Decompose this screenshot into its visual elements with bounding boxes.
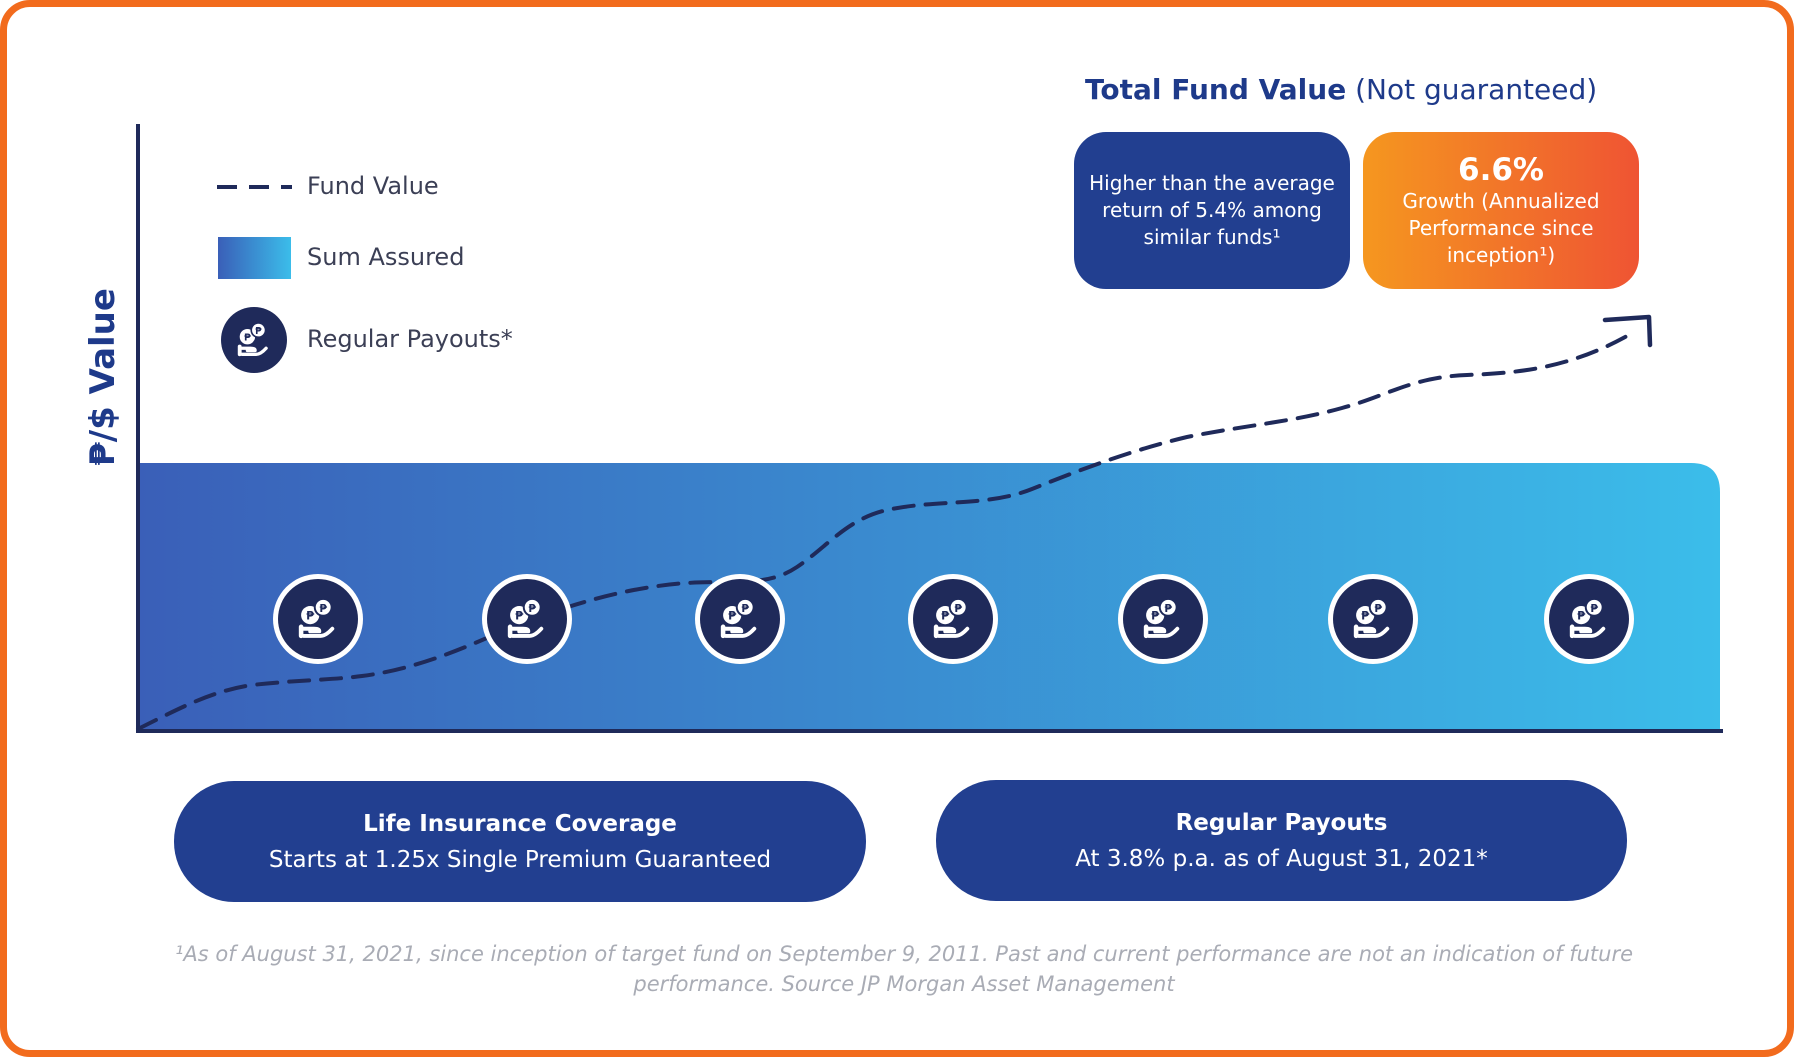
fund-value-line bbox=[136, 334, 1629, 731]
title-bold: Total Fund Value bbox=[1085, 73, 1347, 106]
coin-hand-icon bbox=[221, 307, 287, 373]
payout-marker bbox=[908, 574, 998, 664]
growth-value: 6.6% bbox=[1458, 152, 1544, 188]
gradient-swatch-icon bbox=[218, 237, 291, 279]
payout-marker bbox=[695, 574, 785, 664]
y-axis-label: ₱/$ Value bbox=[83, 288, 123, 466]
title-rest: (Not guaranteed) bbox=[1346, 73, 1598, 106]
fund-value-diagram: ₱ ₱ bbox=[136, 124, 1723, 733]
growth-text: Growth (Annualized Performance since inc… bbox=[1402, 189, 1600, 267]
fund-value-arrowhead bbox=[1602, 314, 1653, 348]
payout-marker bbox=[1544, 574, 1634, 664]
payouts-pill: Regular Payouts At 3.8% p.a. as of Augus… bbox=[936, 780, 1627, 901]
payout-marker bbox=[1118, 574, 1208, 664]
chart-title: Total Fund Value (Not guaranteed) bbox=[1085, 73, 1597, 106]
payout-marker bbox=[1328, 574, 1418, 664]
legend-label-regular-payouts: Regular Payouts* bbox=[307, 325, 513, 353]
growth-box: 6.6% Growth (Annualized Performance sinc… bbox=[1363, 132, 1639, 289]
comparison-text: Higher than the average return of 5.4% a… bbox=[1089, 171, 1335, 249]
payouts-text: At 3.8% p.a. as of August 31, 2021* bbox=[1075, 845, 1488, 872]
comparison-box: Higher than the average return of 5.4% a… bbox=[1074, 132, 1350, 289]
payouts-heading: Regular Payouts bbox=[1175, 809, 1388, 836]
footnote: ¹As of August 31, 2021, since inception … bbox=[174, 942, 1634, 996]
payout-marker bbox=[482, 574, 572, 664]
coverage-text: Starts at 1.25x Single Premium Guarantee… bbox=[268, 846, 772, 873]
legend-label-fund-value: Fund Value bbox=[307, 172, 439, 200]
coverage-heading: Life Insurance Coverage bbox=[363, 810, 677, 837]
legend-label-sum-assured: Sum Assured bbox=[307, 243, 465, 271]
payout-marker bbox=[273, 574, 363, 664]
coverage-pill: Life Insurance Coverage Starts at 1.25x … bbox=[174, 781, 866, 902]
